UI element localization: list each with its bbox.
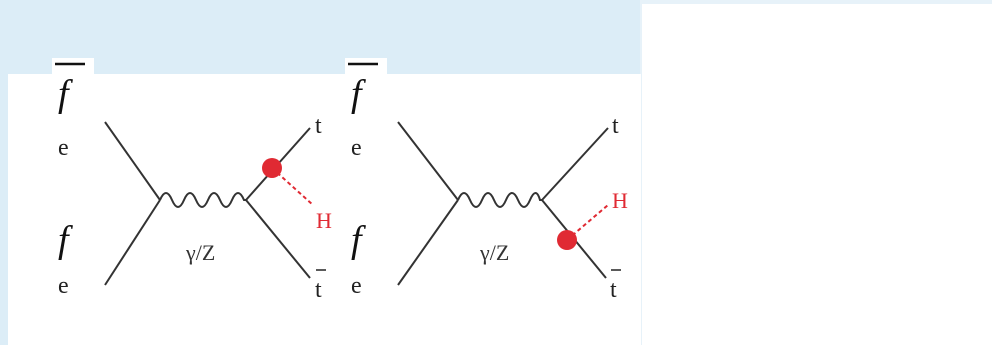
right-top-line bbox=[541, 127, 609, 201]
left-antifermion-label: f bbox=[58, 73, 73, 115]
left-antielectron-label: e bbox=[58, 135, 69, 161]
left-incoming-antifermion-line bbox=[104, 121, 161, 201]
diagram-canvas bbox=[8, 74, 641, 345]
left-boson-label: γ/Z bbox=[185, 240, 215, 265]
left-top-label: t bbox=[315, 113, 322, 139]
label-box-right bbox=[345, 58, 387, 116]
right-antitop-label: t bbox=[610, 277, 617, 303]
blank-area bbox=[642, 4, 992, 345]
right-higgs-vertex bbox=[557, 230, 577, 250]
left-electron-label: e bbox=[58, 273, 69, 299]
left-diagram: f e f e γ/Z t t H bbox=[55, 62, 332, 303]
right-higgs-label: H bbox=[612, 188, 628, 213]
right-propagator-wave bbox=[457, 192, 542, 208]
left-incoming-fermion-line bbox=[104, 199, 161, 286]
left-higgs-label: H bbox=[316, 208, 332, 233]
left-propagator-wave bbox=[159, 192, 246, 208]
right-incoming-fermion-line bbox=[397, 199, 459, 286]
right-fermion-label: f bbox=[351, 219, 366, 261]
right-top-label: t bbox=[612, 113, 619, 139]
right-boson-label: γ/Z bbox=[479, 240, 509, 265]
right-electron-label: e bbox=[351, 273, 362, 299]
right-diagram: f e f e γ/Z t t H bbox=[348, 62, 628, 303]
left-fermion-label: f bbox=[58, 219, 73, 261]
right-antifermion-label: f bbox=[351, 73, 366, 115]
left-antitop-line bbox=[245, 199, 311, 279]
left-antitop-label: t bbox=[315, 277, 322, 303]
left-higgs-vertex bbox=[262, 158, 282, 178]
right-incoming-antifermion-line bbox=[397, 121, 459, 201]
label-box-left bbox=[52, 58, 94, 116]
right-antielectron-label: e bbox=[351, 135, 362, 161]
